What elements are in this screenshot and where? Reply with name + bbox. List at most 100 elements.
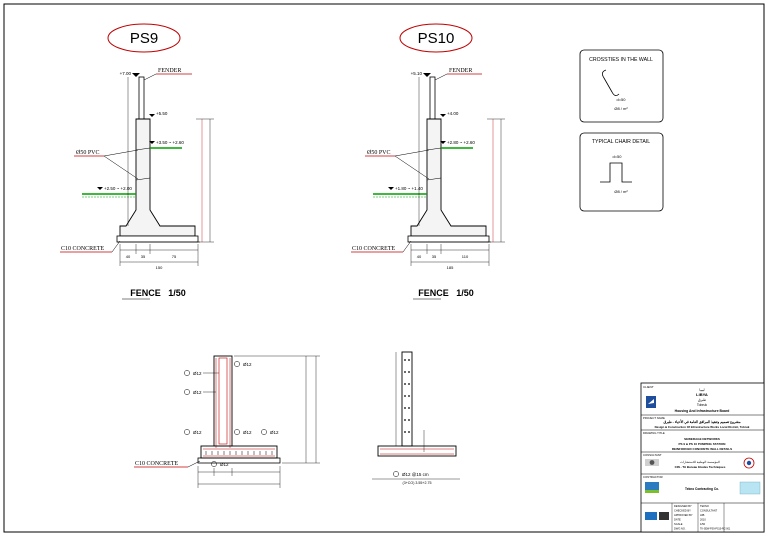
ps10-title-ellipse bbox=[399, 23, 473, 53]
chair-detail: TYPICAL CHAIR DETAIL d=50 Ø8 / m² bbox=[579, 132, 664, 212]
consultant-logo-icon bbox=[645, 459, 659, 466]
rc-callout-5: Ø12 bbox=[243, 430, 252, 435]
chair-caption: Ø8 / m² bbox=[614, 189, 628, 194]
ps10-wall-section bbox=[410, 118, 487, 237]
section-stem bbox=[401, 351, 413, 447]
ps10-scale-caption: FENCE 1/50 bbox=[418, 288, 474, 298]
tb-consultant-label: CONSULTANT bbox=[643, 453, 662, 457]
rc-callout-6: Ø12 bbox=[270, 430, 279, 435]
tb-city-ar: طبرق bbox=[698, 398, 707, 402]
rc-wall-stem bbox=[213, 355, 233, 447]
ps10-level-ground: +2.80 ~ +2.60 bbox=[447, 140, 475, 145]
contractor-bottom-logo-icon bbox=[645, 512, 669, 520]
ps9-title: PS9 bbox=[130, 30, 158, 47]
ps9-pvc-pipe-1 bbox=[135, 147, 151, 151]
tb-contractor-en: Tekno Contracting Co. bbox=[685, 487, 719, 491]
ps9-title-ellipse bbox=[107, 23, 181, 53]
section-bottom-sub: (3+CO) 3.55+2.75 bbox=[403, 481, 432, 485]
ps10-level-low: +1.80 ~ +1.40 bbox=[395, 186, 423, 191]
tb-drawing-line3: REINFORCED CONCRETE WALL DETAILS bbox=[672, 447, 732, 451]
ps10-bottom-dimensions: 40 35 110 185 bbox=[410, 244, 490, 270]
tb-drawing-line1: SEWERAGE NETWORKS bbox=[684, 437, 720, 441]
tb-drawing-label: DRAWING TITLE bbox=[643, 431, 665, 435]
rc-bar-callouts: Ø12 Ø12 Ø12 Ø12 Ø12 Ø12 Ø12 bbox=[184, 361, 279, 467]
rc-concrete-label: C10 CONCRETE bbox=[135, 461, 179, 467]
ps10-fender-label: FENDER bbox=[449, 68, 472, 74]
rc-callout-2: Ø12 bbox=[243, 362, 252, 367]
ps10-fender-post bbox=[429, 76, 436, 120]
title-block-frame bbox=[640, 382, 765, 533]
tb-row-3-key: DATE bbox=[674, 518, 681, 522]
rc-callout-4: Ø12 bbox=[193, 430, 202, 435]
ps9-drawing: PS9 FENDER +7.00 +5.50 +3.50 ~ +2.60 +2.… bbox=[60, 23, 214, 300]
crossties-detail: CROSSTIES IN THE WALL d=50 Ø8 / m² bbox=[579, 49, 664, 123]
tb-client-label: CLIENT bbox=[643, 385, 654, 389]
tb-project-en: Design & Construction Of Infrastructure … bbox=[655, 425, 750, 429]
tb-row-5-val: TK-SEW-PS9-PS10-RC-001 bbox=[700, 528, 731, 531]
ps9-bottom-dimensions: 40 35 75 150 bbox=[119, 244, 199, 270]
tb-authority: Housing And Infrastructure Board bbox=[675, 409, 730, 413]
ps9-dim-total: 150 bbox=[156, 265, 163, 270]
chair-bar-shape bbox=[600, 162, 632, 183]
ps9-dim-b2: 35 bbox=[141, 254, 146, 259]
tb-row-3-val: 2010 bbox=[700, 518, 706, 522]
tb-row-1-key: CHECKED BY bbox=[674, 509, 691, 513]
ps9-level-top: +7.00 bbox=[120, 71, 132, 76]
ps9-wall-section bbox=[119, 118, 196, 237]
ps9-fender-post bbox=[138, 76, 145, 120]
tb-row-0-key: DESIGNED BY bbox=[674, 504, 692, 508]
rc-callout-1: Ø12 bbox=[193, 371, 202, 376]
tb-row-2-key: APPROVED BY bbox=[674, 513, 693, 517]
rc-callout-3: Ø12 bbox=[193, 390, 202, 395]
ps10-concrete-label: C10 CONCRETE bbox=[352, 246, 396, 252]
ps10-title: PS10 bbox=[418, 30, 455, 47]
section-footing bbox=[377, 445, 457, 457]
ps10-dim-b2: 35 bbox=[432, 254, 437, 259]
consultant-badge-icon bbox=[743, 457, 755, 469]
tb-drawing-line2: PS 9 & PS 10 PUMPING STATION bbox=[679, 442, 726, 446]
ps9-pvc-label: Ø50 PVC bbox=[76, 150, 100, 156]
reinforcement-detail: Ø12 Ø12 Ø12 Ø12 Ø12 Ø12 Ø12 C10 CONCRETE bbox=[134, 355, 320, 488]
tb-row-4-key: SCALE bbox=[674, 522, 683, 526]
ps9-concrete-label: C10 CONCRETE bbox=[61, 246, 105, 252]
wall-section-detail: Ø12 @15 cm (3+CO) 3.55+2.75 bbox=[372, 351, 460, 485]
ps10-pvc-label: Ø50 PVC bbox=[367, 150, 391, 156]
sheet-border bbox=[3, 3, 765, 533]
ps9-level-mid: +5.50 bbox=[156, 111, 168, 116]
section-bottom-label: Ø12 @15 cm bbox=[402, 472, 429, 477]
ps9-level-ground: +3.50 ~ +2.60 bbox=[156, 140, 184, 145]
crossties-dim: d=50 bbox=[616, 97, 626, 102]
contractor-logo-icon bbox=[645, 482, 659, 493]
ps10-dim-b1: 40 bbox=[417, 254, 422, 259]
rc-callout-7: Ø12 bbox=[220, 462, 229, 467]
tb-consultant-ar: المؤسسة الوطنية للاستشارات bbox=[680, 460, 720, 464]
chair-detail-title: TYPICAL CHAIR DETAIL bbox=[592, 139, 650, 145]
tb-row-1-val: CONSULTANT bbox=[700, 509, 718, 513]
title-block: CLIENT ليبيا LIBYA طبرق Tobruk Housing A… bbox=[640, 382, 765, 533]
crossties-detail-title: CROSSTIES IN THE WALL bbox=[589, 57, 653, 63]
ps9-dim-b3: 75 bbox=[172, 254, 177, 259]
tb-consultant-en: CIN - TA Bureau Etudes Techniques bbox=[675, 465, 726, 469]
tb-contractor-label: CONTRACTOR bbox=[643, 475, 663, 479]
ps10-dim-b3: 110 bbox=[462, 254, 469, 259]
tb-country-en: LIBYA bbox=[696, 392, 708, 397]
tb-project-ar: مشروع تصميم وتنفيذ المرافق العامة في الأ… bbox=[663, 420, 740, 425]
chair-dim: d=50 bbox=[612, 154, 622, 159]
tb-country-ar: ليبيا bbox=[699, 388, 704, 392]
ps9-fender-leader bbox=[143, 73, 157, 81]
client-emblem-icon bbox=[646, 396, 656, 408]
ps10-drawing: PS10 FENDER +5.10 +4.00 +2.80 ~ +2.60 +1… bbox=[351, 23, 505, 300]
ps9-pvc-pipe-2 bbox=[135, 177, 151, 181]
tb-row-2-val: HIB bbox=[700, 513, 705, 517]
chair-detail-box bbox=[579, 132, 664, 212]
crossties-caption: Ø8 / m² bbox=[614, 106, 628, 111]
ps9-dim-b1: 40 bbox=[126, 254, 131, 259]
ps10-blinding bbox=[407, 235, 490, 243]
tb-city-en: Tobruk bbox=[697, 403, 707, 407]
rc-blinding bbox=[197, 457, 281, 464]
ps9-level-low: +2.50 ~ +2.00 bbox=[104, 186, 132, 191]
ps9-scale-caption: FENCE 1/50 bbox=[130, 288, 186, 298]
ps10-level-mid: +4.00 bbox=[447, 111, 459, 116]
